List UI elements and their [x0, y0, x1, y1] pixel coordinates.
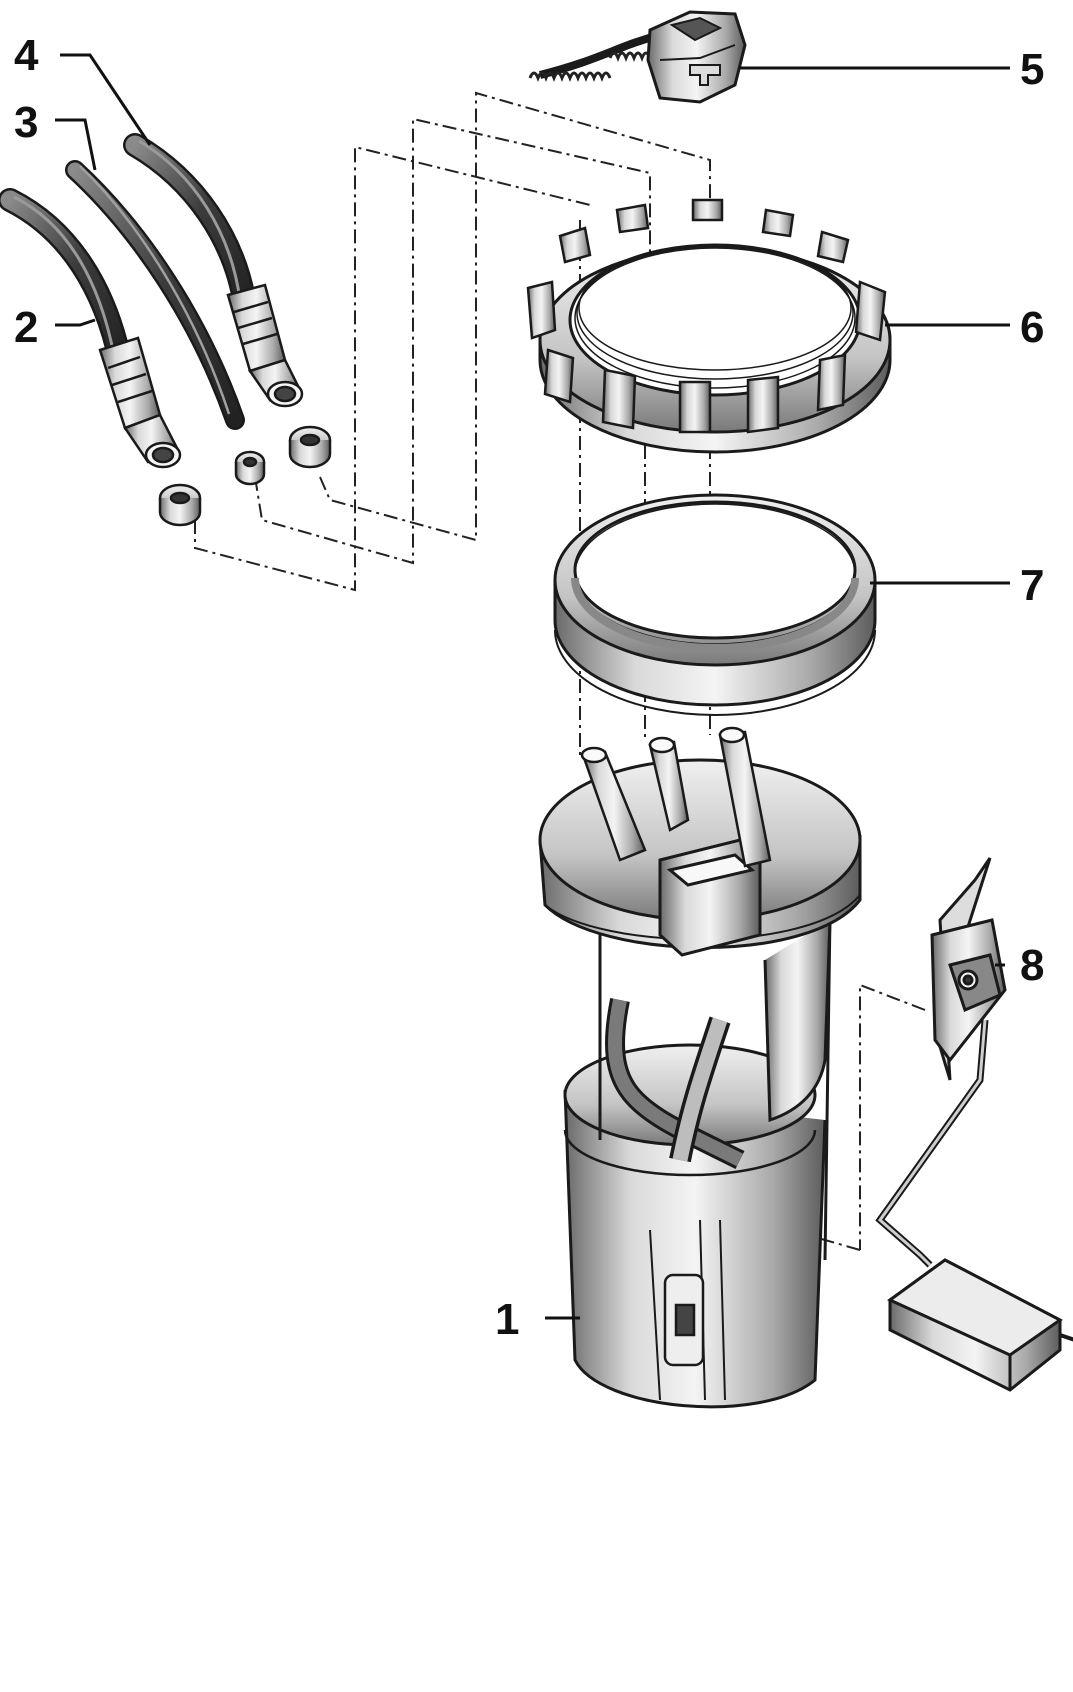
- hose-2-clamp: [158, 483, 202, 527]
- callout-4: 4: [14, 31, 39, 80]
- callout-7: 7: [1020, 561, 1044, 610]
- leader-lines: [55, 53, 1010, 1320]
- fuel-level-sender-8: [875, 857, 1073, 1392]
- callout-6: 6: [1020, 303, 1044, 352]
- hose-3-clamp: [234, 450, 266, 486]
- callout-5: 5: [1020, 45, 1044, 94]
- float: [887, 1258, 1073, 1392]
- hose-4-connector: [226, 283, 304, 408]
- fuel-pump-module-1: [538, 726, 862, 1409]
- fuel-hose-4: [123, 133, 332, 469]
- fuel-hose-2: [0, 188, 202, 527]
- fuel-hose-3: [65, 160, 266, 486]
- locking-ring-6: [526, 198, 892, 454]
- seal-ring-7: [553, 493, 877, 716]
- filter-window: [663, 1273, 705, 1367]
- hose-4-clamp: [288, 425, 332, 469]
- ring-lugs: [526, 198, 887, 434]
- hose-2-connector: [98, 336, 182, 469]
- coiled-wire: [528, 51, 652, 83]
- callout-8: 8: [1020, 941, 1044, 990]
- electrical-connector-5: [528, 10, 747, 104]
- callout-1: 1: [495, 1295, 519, 1344]
- hose-nipples: [580, 726, 772, 868]
- callout-2: 2: [14, 303, 38, 352]
- callout-3: 3: [14, 98, 38, 147]
